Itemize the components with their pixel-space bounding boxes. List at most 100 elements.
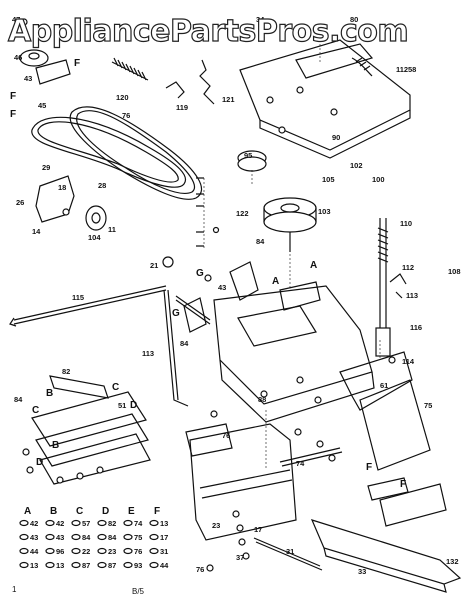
legend-part-icon [19, 561, 29, 569]
callout-43: 43 [24, 74, 32, 83]
cross-rod [279, 447, 343, 467]
callout-84: 84 [14, 395, 23, 404]
legend-part-icon [123, 533, 133, 541]
legend-part-number: 13 [56, 561, 64, 570]
engine-plate [239, 39, 411, 151]
callout-47: 47 [12, 15, 20, 24]
callout-B: B [46, 388, 53, 399]
legend-part-number: 57 [82, 519, 90, 528]
callout-11: 11 [108, 225, 116, 234]
callout-100: 100 [372, 175, 385, 184]
legend-part-icon [71, 561, 81, 569]
legend-part-icon [97, 519, 107, 527]
callout-105: 105 [322, 175, 335, 184]
callout-76: 76 [196, 565, 204, 574]
callout-43: 43 [218, 283, 226, 292]
idler-bracket [35, 175, 75, 223]
callout-120: 120 [116, 93, 129, 102]
callout-61: 61 [380, 381, 388, 390]
legend-part-number: 22 [82, 547, 90, 556]
legend-part-icon [149, 561, 159, 569]
idler-pulley-hub [91, 212, 101, 224]
legend-part-number: 42 [56, 519, 64, 528]
legend-part-number: 84 [108, 533, 117, 542]
legend-part-number: 76 [134, 547, 142, 556]
lever-rod [163, 289, 189, 407]
legend-part-number: 84 [82, 533, 91, 542]
callout-17: 17 [254, 525, 262, 534]
callout-F: F [10, 91, 16, 102]
legend-part-icon [71, 547, 81, 555]
legend-part-number: 75 [134, 533, 142, 542]
left-rail-lower [39, 433, 151, 485]
legend-part-icon [97, 533, 107, 541]
legend-part-icon [45, 547, 55, 555]
legend-part-number: 17 [160, 533, 168, 542]
drive-belt-1-inner [37, 121, 179, 183]
legend-part-icon [19, 547, 29, 555]
legend-part-number: 43 [56, 533, 64, 542]
callout-A: A [272, 276, 279, 287]
bracket-g2 [183, 297, 207, 333]
bracket-g [229, 261, 259, 301]
legend-part-icon [123, 561, 133, 569]
legend-part-icon [149, 533, 159, 541]
legend-letter-D: D [102, 506, 109, 517]
legend-letter-C: C [76, 506, 83, 517]
callout-18: 18 [58, 183, 66, 192]
legend-part-icon [149, 519, 159, 527]
clutch-pulley-hub [280, 203, 300, 213]
footer-page-ref: B/5 [132, 587, 145, 596]
legend-part-number: 87 [82, 561, 90, 570]
callout-45: 45 [38, 101, 46, 110]
callout-76: 76 [122, 111, 130, 120]
callout-58: 58 [408, 65, 416, 74]
callout-90: 90 [332, 133, 340, 142]
callout-D: D [36, 457, 43, 468]
callout-95: 95 [244, 151, 252, 160]
callout-B: B [52, 440, 59, 451]
bracket-a [279, 281, 321, 311]
callout-112: 112 [402, 263, 414, 272]
callout-G: G [196, 268, 204, 279]
callout-26: 26 [16, 198, 24, 207]
right-rail [359, 379, 431, 471]
legend-letter-B: B [50, 506, 57, 517]
callout-37: 37 [236, 553, 244, 562]
callout-132: 132 [446, 557, 459, 566]
callout-115: 115 [72, 293, 84, 302]
callout-116: 116 [410, 323, 422, 332]
legend-part-number: 31 [160, 547, 168, 556]
callout-F: F [10, 109, 16, 120]
main-frame-side [219, 359, 375, 423]
callout-D: D [130, 400, 137, 411]
legend-part-number: 96 [56, 547, 64, 556]
drive-belt-2-inner [76, 110, 196, 194]
callout-21: 21 [150, 261, 158, 270]
callout-84: 84 [180, 339, 189, 348]
callout-74: 74 [296, 459, 305, 468]
callout-114: 114 [402, 357, 415, 366]
legend-part-icon [123, 547, 133, 555]
callout-F: F [400, 479, 406, 490]
legend-part-number: 43 [30, 533, 38, 542]
legend-part-icon [19, 533, 29, 541]
legend-part-number: 23 [108, 547, 116, 556]
legend-part-number: 13 [160, 519, 168, 528]
left-rail-c [31, 391, 147, 447]
callout-14: 14 [32, 227, 41, 236]
callout-80: 80 [350, 15, 358, 24]
callout-A: A [310, 260, 317, 271]
callout-28: 28 [98, 181, 106, 190]
callout-33: 33 [358, 567, 366, 576]
legend-part-icon [45, 561, 55, 569]
callout-F: F [366, 462, 372, 473]
legend-part-number: 82 [108, 519, 116, 528]
callout-104: 104 [88, 233, 101, 242]
callout-122: 122 [236, 209, 249, 218]
rear-bracket-61 [339, 351, 413, 411]
rear-bracket [295, 43, 374, 79]
